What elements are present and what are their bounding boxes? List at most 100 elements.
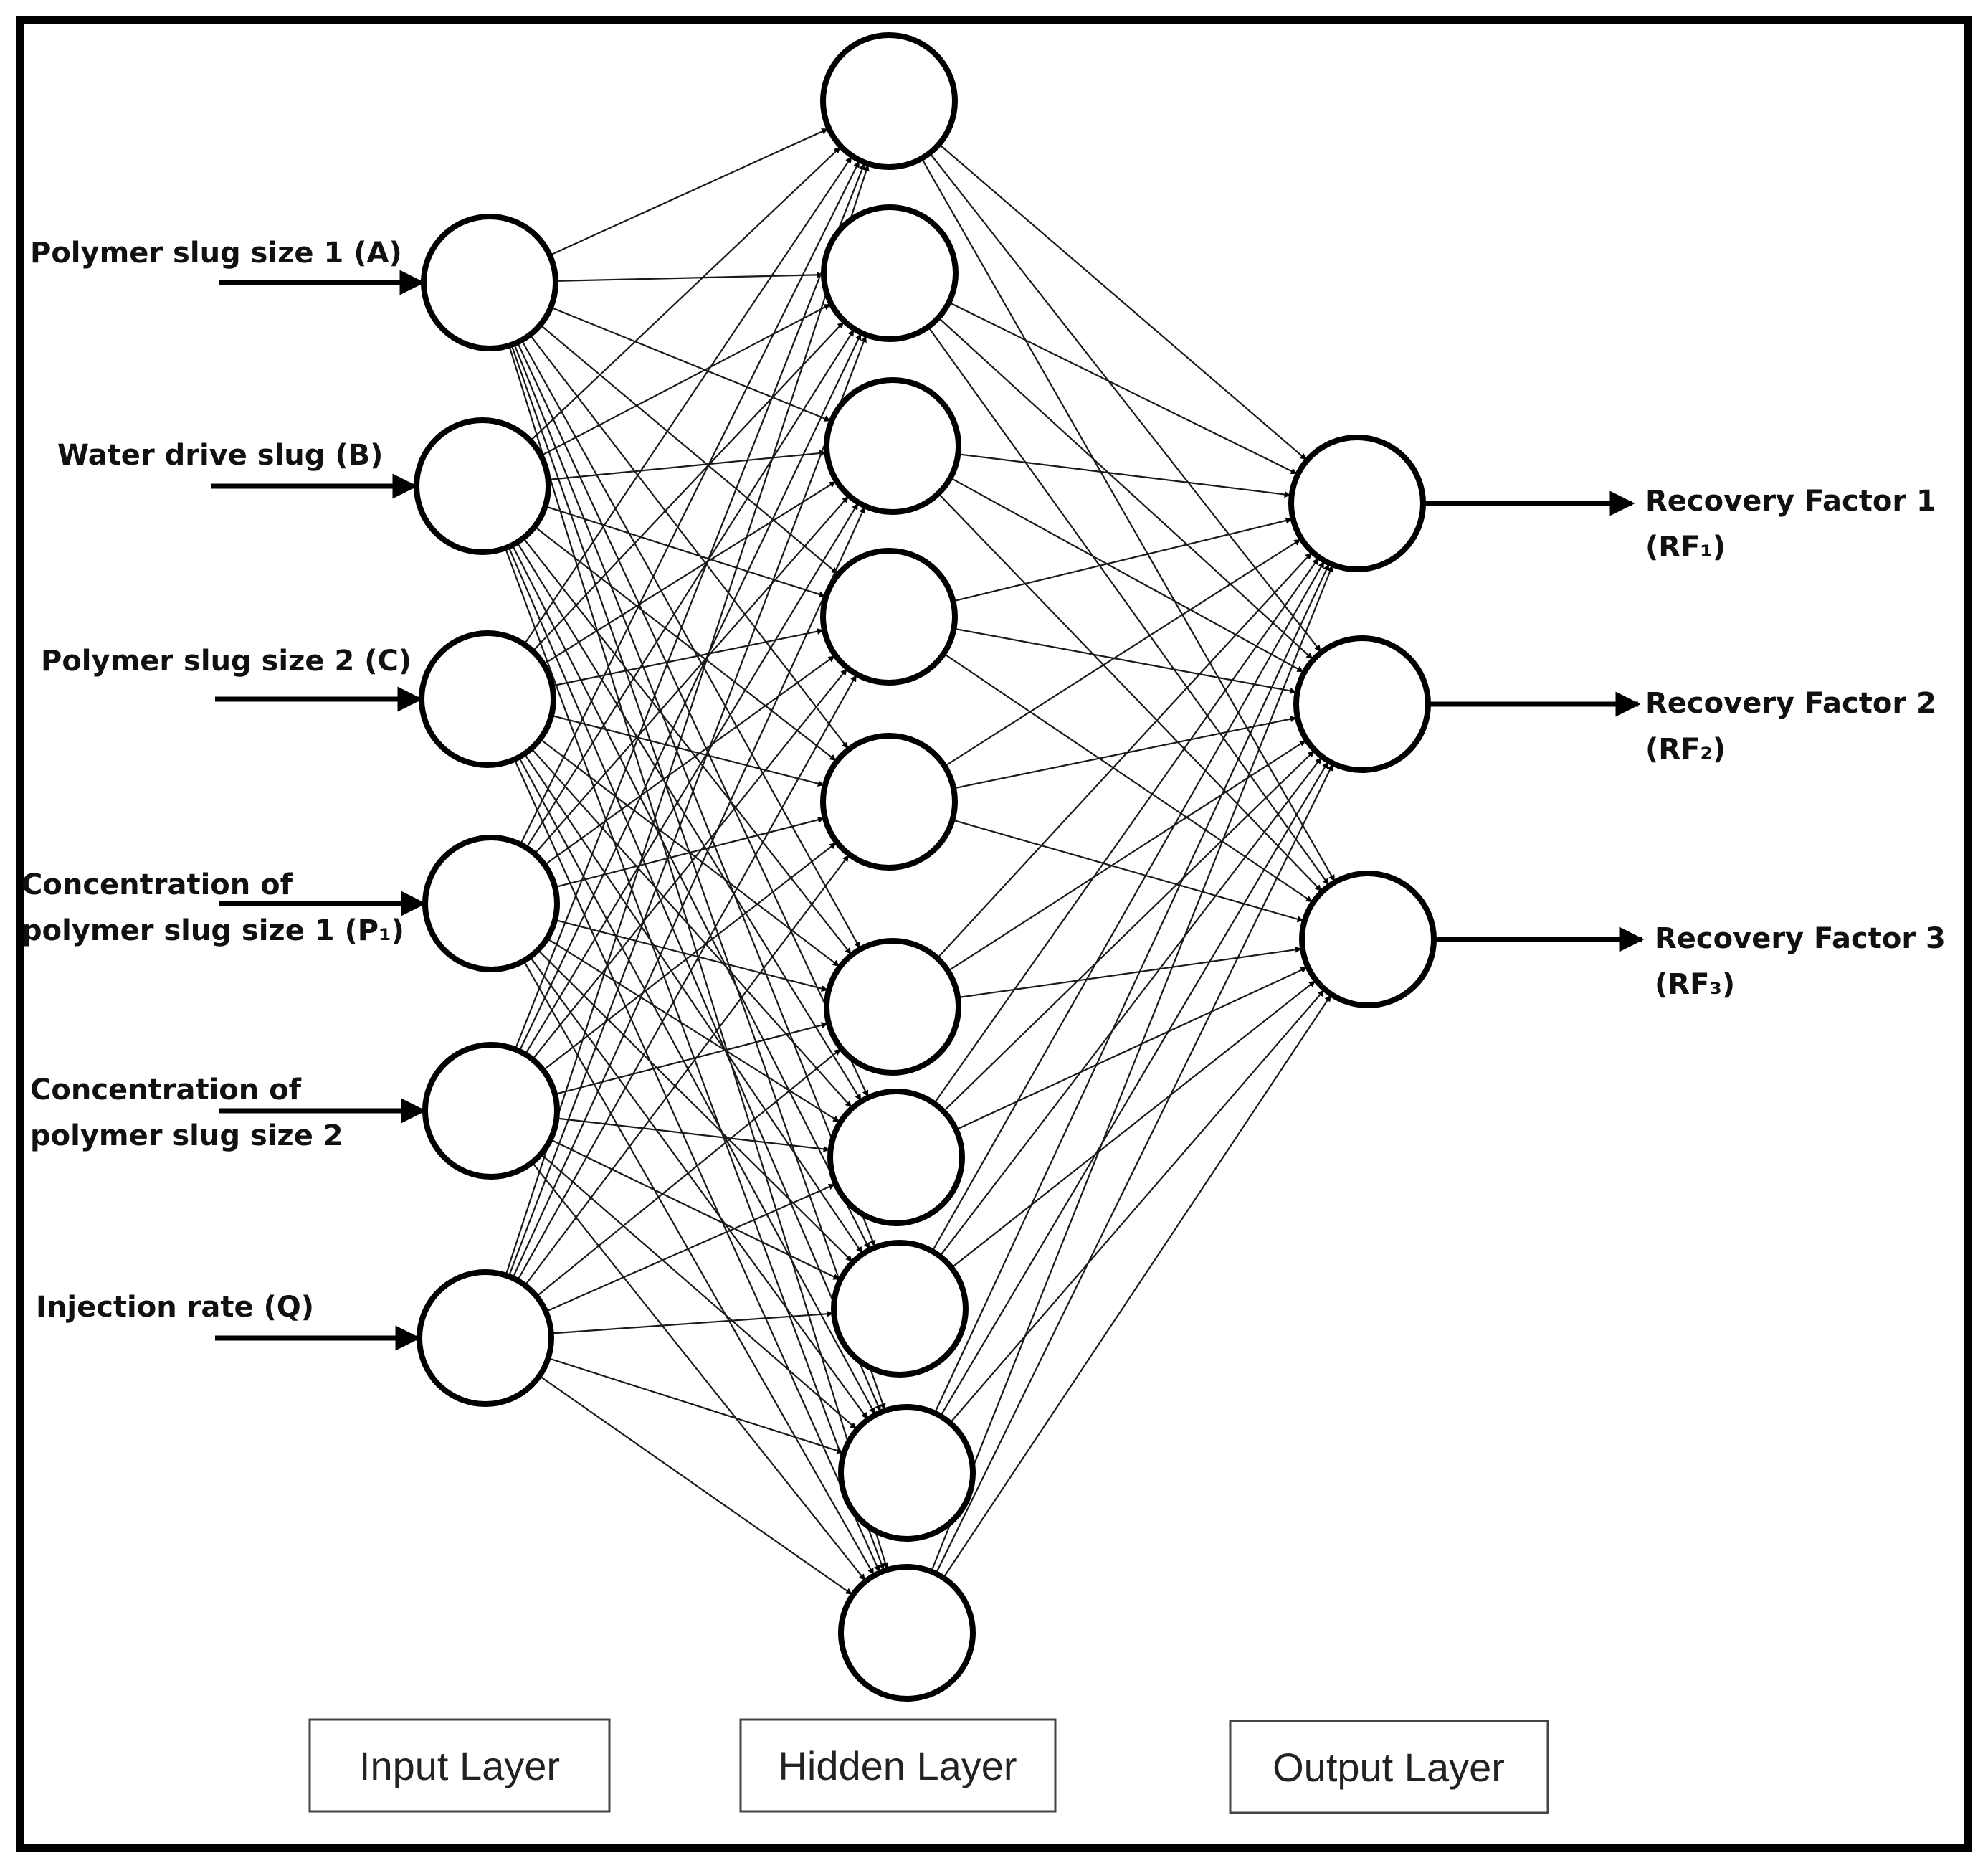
connection-input-3-hidden-7 — [531, 747, 852, 1108]
connection-hidden-4-output-1 — [953, 517, 1293, 602]
connection-input-4-hidden-8 — [537, 949, 852, 1262]
input-label-1-line-1: Polymer slug size 1 (A) — [30, 237, 402, 270]
hidden-node-10 — [838, 1564, 976, 1702]
connection-input-2-hidden-8 — [511, 544, 870, 1250]
connection-hidden-6-output-3 — [957, 946, 1302, 999]
connection-input-1-hidden-4 — [539, 324, 838, 574]
output-layer-label: Output Layer — [1273, 1745, 1505, 1790]
connection-hidden-5-output-2 — [953, 716, 1297, 790]
connection-input-5-hidden-8 — [550, 1139, 840, 1280]
output-node-1 — [1288, 435, 1426, 572]
hidden-layer-box: Hidden Layer — [739, 1718, 1057, 1813]
nodes — [414, 32, 1437, 1702]
input-label-5-line-2: polymer slug size 2 — [30, 1119, 343, 1152]
output-node-2 — [1293, 635, 1431, 773]
connection-input-6-hidden-6 — [536, 1048, 841, 1297]
connection-input-5-hidden-5 — [543, 842, 837, 1071]
connection-input-2-hidden-9 — [508, 546, 881, 1412]
connection-hidden-6-output-2 — [947, 739, 1306, 972]
connection-input-4-hidden-7 — [546, 937, 840, 1123]
input-node-2 — [414, 417, 551, 555]
input-label-1: Polymer slug size 1 (A) — [30, 237, 402, 270]
connection-input-3-hidden-8 — [523, 753, 863, 1253]
input-arrows — [211, 270, 427, 1351]
input-label-3-line-1: Polymer slug size 2 (C) — [41, 645, 412, 678]
connection-input-5-hidden-10 — [531, 1162, 866, 1581]
connection-input-6-hidden-8 — [551, 1310, 834, 1334]
connection-input-1-hidden-8 — [513, 343, 876, 1247]
output-label-1-line-1: Recovery Factor 1 — [1645, 485, 1936, 518]
connection-hidden-4-output-2 — [953, 627, 1297, 694]
connection-hidden-5-output-3 — [952, 819, 1304, 923]
connection-hidden-1-output-2 — [928, 152, 1321, 652]
hidden-node-8 — [831, 1240, 969, 1378]
connection-input-6-hidden-4 — [516, 675, 857, 1281]
connection-input-6-hidden-9 — [548, 1357, 844, 1454]
connection-input-5-hidden-4 — [531, 668, 847, 1061]
connection-input-4-hidden-9 — [529, 956, 868, 1419]
hidden-node-9 — [838, 1404, 976, 1542]
connection-hidden-8-output-1 — [931, 561, 1325, 1252]
connection-input-3-hidden-9 — [518, 757, 876, 1415]
output-arrows — [1423, 490, 1645, 952]
connection-input-3-hidden-1 — [523, 156, 852, 645]
connection-input-6-hidden-1 — [505, 164, 870, 1276]
connection-hidden-7-output-3 — [956, 967, 1308, 1131]
connection-hidden-8-output-3 — [951, 980, 1316, 1269]
connection-hidden-9-output-2 — [939, 762, 1329, 1417]
connection-input-6-hidden-3 — [512, 506, 866, 1279]
connection-hidden-10-output-3 — [942, 995, 1331, 1579]
connection-input-1-hidden-3 — [550, 306, 831, 422]
connection-input-2-hidden-1 — [530, 146, 841, 442]
connection-input-4-hidden-3 — [533, 496, 849, 855]
connection-input-2-hidden-3 — [548, 450, 827, 481]
hidden-node-2 — [821, 204, 959, 342]
connection-input-4-hidden-4 — [543, 655, 835, 866]
input-node-5 — [422, 1042, 560, 1180]
input-label-2-line-1: Water drive slug (B) — [57, 439, 383, 472]
connection-hidden-3-output-1 — [958, 453, 1291, 498]
connection-hidden-2-output-2 — [938, 317, 1313, 660]
hidden-node-1 — [820, 32, 958, 170]
connection-input-2-hidden-2 — [540, 303, 831, 457]
hidden-node-5 — [820, 733, 958, 871]
connection-input-5-hidden-9 — [540, 1153, 857, 1430]
hidden-layer-label: Hidden Layer — [778, 1743, 1017, 1788]
connection-input-4-hidden-2 — [525, 329, 855, 848]
connection-input-5-hidden-3 — [524, 503, 859, 1055]
output-layer-box: Output Layer — [1229, 1720, 1549, 1814]
output-node-3 — [1299, 871, 1437, 1008]
connection-input-3-hidden-2 — [532, 321, 845, 652]
frame-border — [16, 16, 1972, 1852]
input-label-6: Injection rate (Q) — [36, 1291, 314, 1324]
output-label-2-line-1: Recovery Factor 2 — [1645, 687, 1936, 720]
input-label-5: Concentration of polymer slug size 2 — [30, 1073, 343, 1152]
input-label-4: Concentration of polymer slug size 1 (P₁) — [22, 868, 404, 947]
output-label-2: Recovery Factor 2(RF₂) — [1645, 687, 1936, 766]
connection-hidden-5-output-1 — [944, 539, 1301, 767]
connection-input-4-hidden-5 — [554, 816, 824, 888]
input-label-5-line-1: Concentration of — [30, 1073, 302, 1106]
connection-hidden-7-output-2 — [943, 750, 1315, 1112]
hidden-node-7 — [827, 1089, 965, 1226]
connection-input-5-hidden-7 — [556, 1117, 830, 1152]
connection-hidden-4-output-3 — [943, 653, 1313, 903]
connection-hidden-7-output-1 — [933, 558, 1319, 1104]
connection-hidden-2-output-3 — [927, 326, 1330, 886]
connection-hidden-3-output-2 — [950, 477, 1304, 673]
connection-hidden-10-output-2 — [935, 764, 1333, 1574]
input-node-4 — [422, 835, 560, 972]
connection-input-2-hidden-6 — [523, 537, 852, 954]
input-layer-box: Input Layer — [308, 1718, 611, 1813]
connection-hidden-9-output-3 — [949, 990, 1325, 1424]
input-label-4-line-1: Concentration of — [22, 868, 293, 901]
connection-input-3-hidden-5 — [551, 714, 824, 787]
connection-hidden-6-output-1 — [936, 552, 1313, 959]
hidden-node-3 — [824, 377, 961, 515]
connection-hidden-1-output-3 — [921, 158, 1336, 882]
hidden-node-4 — [820, 548, 958, 686]
connection-input-1-hidden-1 — [549, 128, 829, 257]
connection-hidden-9-output-1 — [933, 564, 1330, 1414]
input-label-4-line-2: polymer slug size 1 (P₁) — [22, 914, 404, 947]
